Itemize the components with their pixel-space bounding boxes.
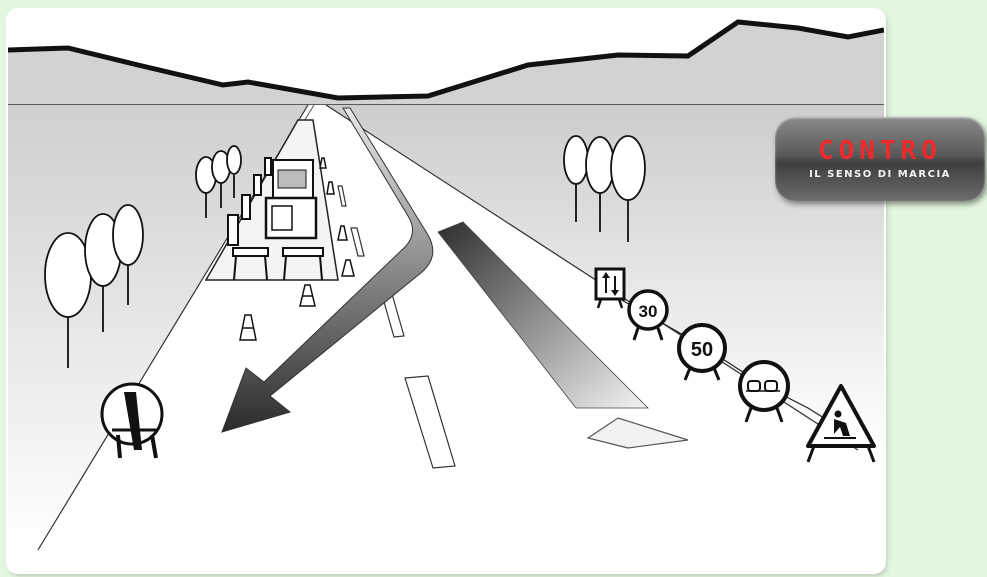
badge-title: CONTRO — [775, 137, 985, 165]
road-scene-drawing: 30 50 — [8, 10, 884, 572]
badge-subtitle: IL SENSO DI MARCIA — [775, 169, 985, 181]
road-works-scene: 30 50 — [8, 10, 884, 572]
traffic-cone-icon — [327, 182, 334, 194]
truck-icon — [266, 160, 316, 238]
contro-senso-badge: CONTRO IL SENSO DI MARCIA — [775, 117, 985, 201]
speed-limit-30-label: 30 — [639, 302, 658, 321]
speed-limit-50-label: 50 — [691, 339, 713, 361]
